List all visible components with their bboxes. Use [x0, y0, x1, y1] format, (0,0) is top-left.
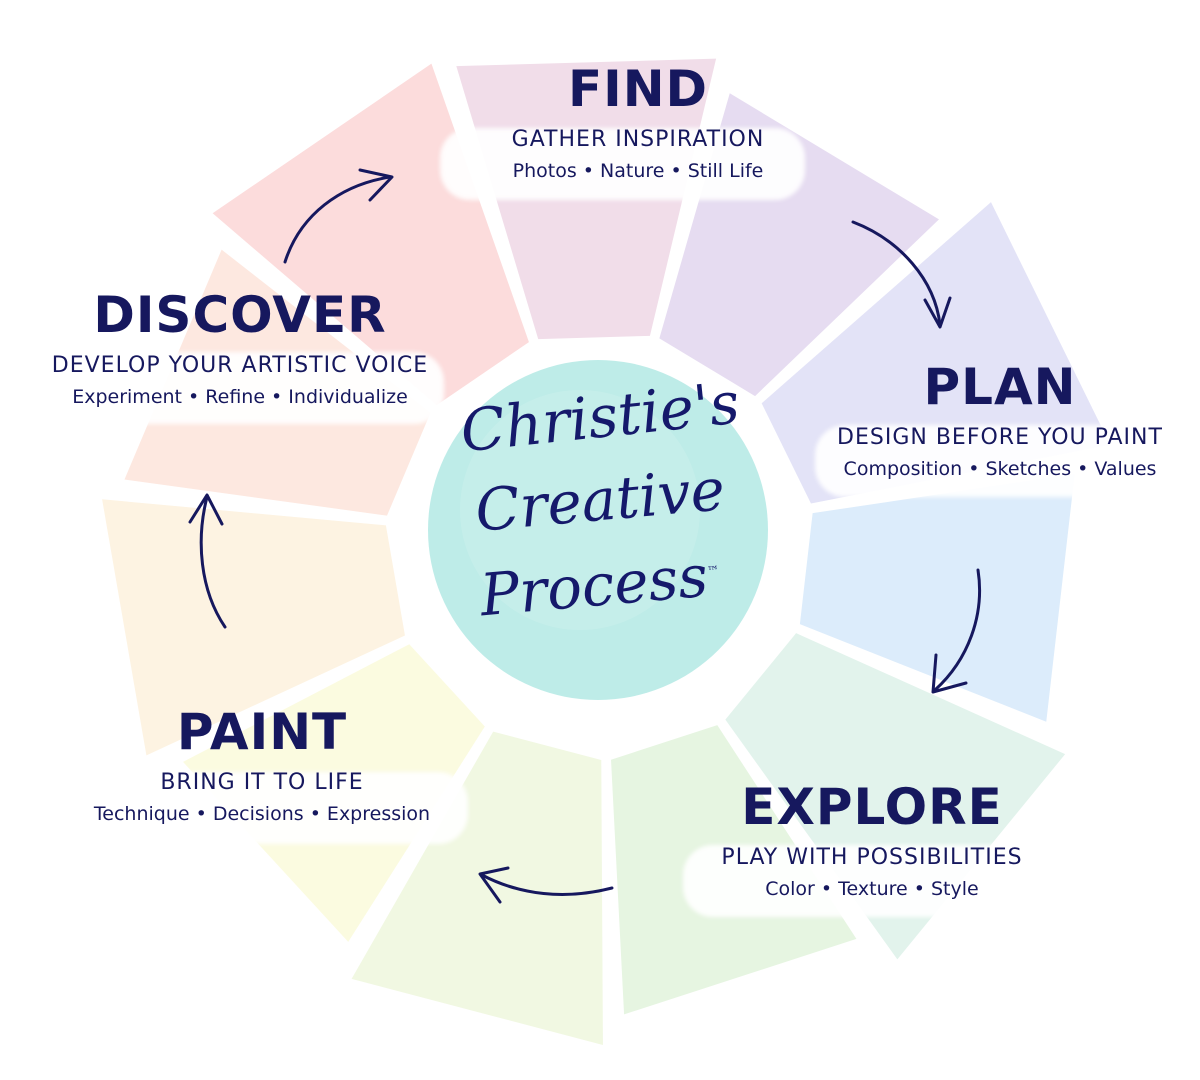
wheel-wedge — [351, 731, 603, 1045]
stage-subtitle: GATHER INSPIRATION — [511, 127, 765, 152]
stage-details: Photos • Nature • Still Life — [512, 160, 764, 182]
arrow-paint-to-discover — [188, 493, 227, 629]
stage-details: Color • Texture • Style — [765, 878, 979, 900]
stage-details: Technique • Decisions • Expression — [93, 803, 431, 825]
wheel-wedge — [725, 633, 1066, 960]
logo-blob — [400, 340, 800, 740]
arrow-plan-to-explore — [931, 568, 982, 694]
wheel-wedge — [102, 499, 405, 756]
stage-explore: EXPLORE PLAY WITH POSSIBILITIES Color • … — [672, 778, 1072, 901]
arrow-explore-to-paint — [478, 866, 614, 904]
stage-title: PLAN — [923, 358, 1077, 416]
stage-plan: PLAN DESIGN BEFORE YOU PAINT Composition… — [800, 358, 1200, 481]
stage-subtitle: BRING IT TO LIFE — [160, 770, 364, 795]
trademark-symbol: ™ — [706, 563, 720, 579]
stage-title: EXPLORE — [741, 778, 1003, 836]
logo: Christie's Creative Process™ — [430, 369, 770, 695]
brush-stroke — [34, 352, 444, 424]
logo-line-1: Christie's — [457, 368, 743, 466]
stage-subtitle: DEVELOP YOUR ARTISTIC VOICE — [51, 353, 429, 378]
arrow-find-to-plan — [851, 220, 952, 329]
stage-subtitle: DESIGN BEFORE YOU PAINT — [837, 425, 1163, 450]
stage-details: Composition • Sketches • Values — [843, 458, 1157, 480]
logo-line-2: Creative — [472, 455, 728, 545]
stage-subtitle: PLAY WITH POSSIBILITIES — [721, 845, 1023, 870]
stage-title: FIND — [567, 60, 709, 118]
stage-title: PAINT — [176, 703, 348, 761]
arrow-discover-to-find — [283, 168, 394, 264]
stage-title: DISCOVER — [93, 286, 387, 344]
stage-paint: PAINT BRING IT TO LIFE Technique • Decis… — [62, 703, 462, 826]
wheel-wedge — [799, 473, 1075, 722]
brush-stroke — [683, 845, 1058, 917]
stage-details: Experiment • Refine • Individualize — [72, 386, 408, 408]
cycle-arrows — [188, 168, 982, 904]
brush-stroke — [68, 772, 468, 844]
stage-discover: DISCOVER DEVELOP YOUR ARTISTIC VOICE Exp… — [30, 286, 450, 409]
logo-line-3: Process — [477, 541, 711, 630]
brush-stroke — [815, 425, 1185, 497]
stage-find: FIND GATHER INSPIRATION Photos • Nature … — [438, 60, 838, 183]
brush-stroke — [440, 128, 805, 200]
